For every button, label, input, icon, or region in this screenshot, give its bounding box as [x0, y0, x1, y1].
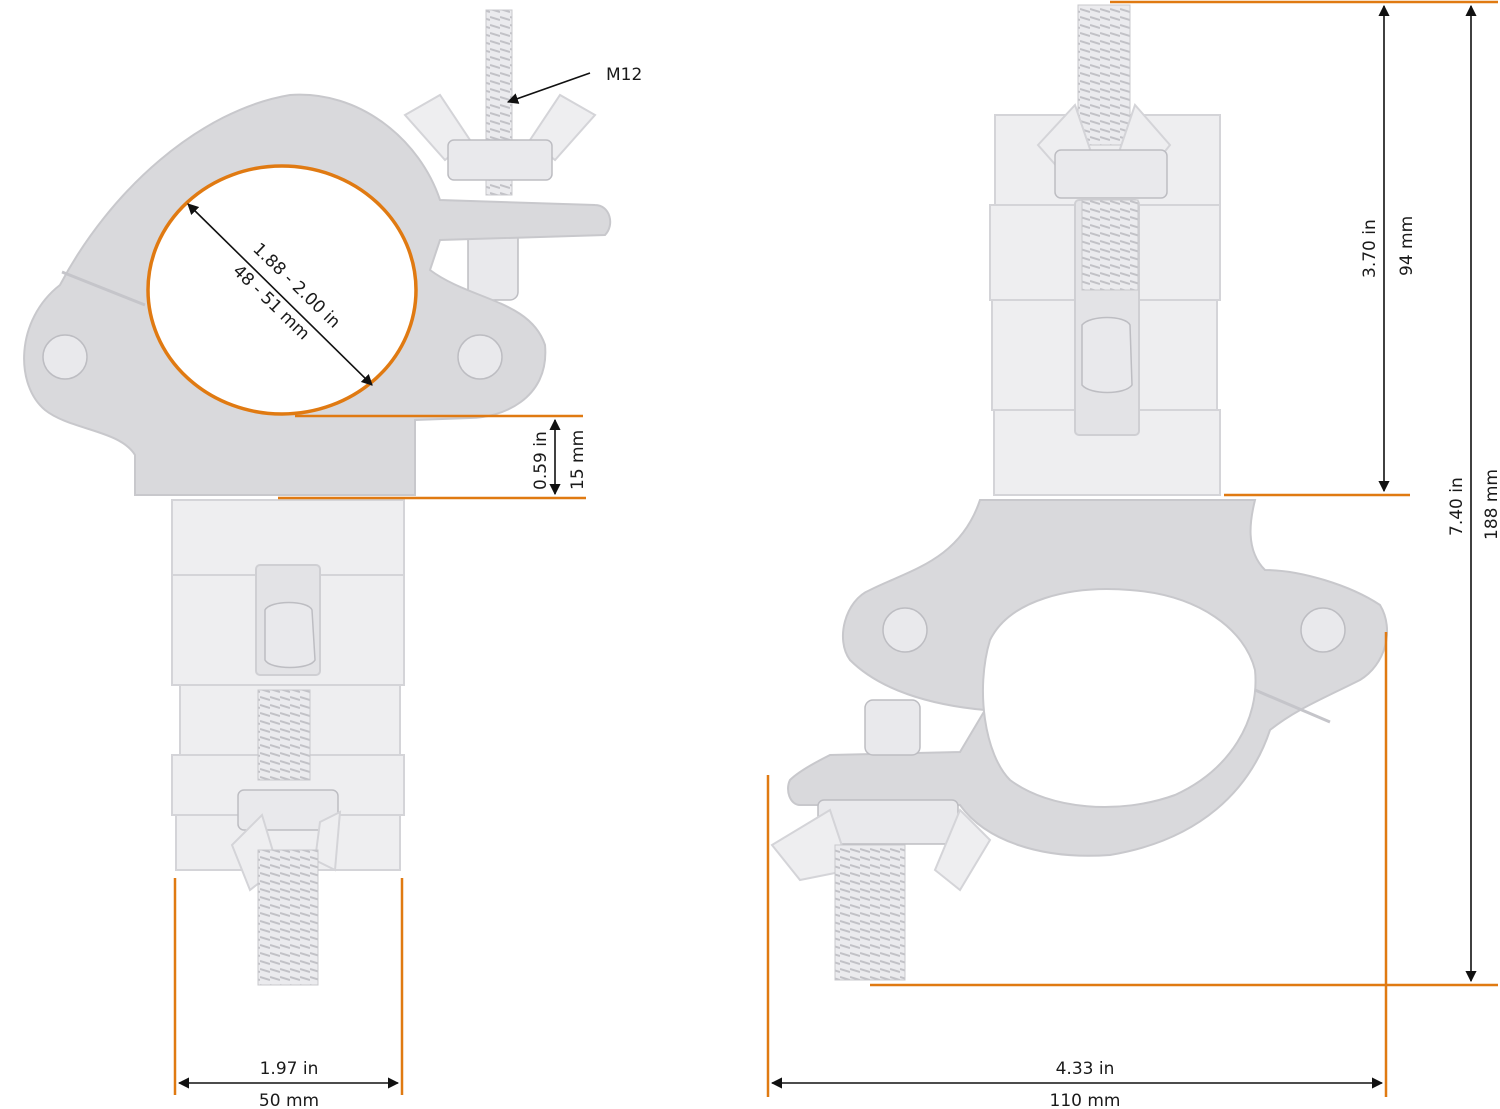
left-bottom-wingnut-icon	[230, 789, 342, 892]
right-top-wingnut-icon	[1036, 103, 1172, 199]
right-dimensions: 3.70 in 94 mm 7.40 in 188 mm 4.33 in 110…	[766, 0, 1500, 1109]
right-top-bolt-icon	[1077, 4, 1131, 146]
total-height-mm-label: 188 mm	[1482, 469, 1500, 540]
upper-height-in-label: 3.70 in	[1360, 219, 1380, 278]
left-top-wingnut-icon	[403, 93, 597, 181]
bottom-thickness-mm-label: 15 mm	[568, 430, 588, 490]
left-bottom-thread-icon	[257, 849, 319, 986]
right-clamp-opening	[981, 588, 1257, 808]
right-bolt-shank-icon	[864, 699, 921, 756]
right-right-pivot-icon	[1300, 607, 1346, 653]
right-pivot-bolt-icon	[457, 334, 503, 380]
thread-size-label: M12	[606, 65, 642, 85]
left-pivot-bolt-icon	[42, 334, 88, 380]
upper-height-mm-label: 94 mm	[1397, 216, 1417, 276]
left-width-in-label: 1.97 in	[260, 1059, 319, 1079]
right-left-pivot-icon	[882, 607, 928, 653]
right-width-mm-label: 110 mm	[1050, 1091, 1121, 1109]
tube-opening-ring	[146, 164, 418, 416]
right-mid-bolt-icon	[1081, 199, 1139, 291]
right-width-in-label: 4.33 in	[1056, 1059, 1115, 1079]
right-bottom-wingnut-icon	[770, 799, 992, 892]
right-clamp-view	[770, 4, 1389, 981]
left-bottom-bolt-icon	[257, 689, 311, 781]
left-bolt-shank-icon	[467, 229, 519, 301]
right-bottom-thread-icon	[834, 844, 906, 981]
left-width-mm-label: 50 mm	[259, 1091, 319, 1109]
total-height-in-label: 7.40 in	[1447, 477, 1467, 536]
bottom-thickness-in-label: 0.59 in	[531, 431, 551, 490]
